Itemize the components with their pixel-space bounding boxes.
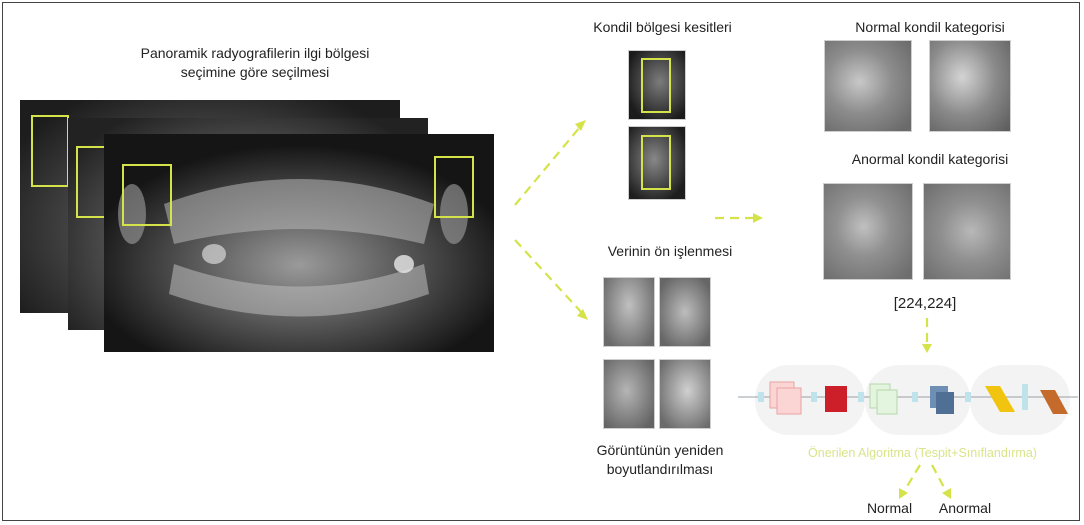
layer-small (811, 392, 817, 402)
layer-small (1022, 384, 1028, 410)
output-abnormal-label: Anormal (930, 499, 1000, 518)
layer-red (825, 386, 847, 412)
layer-pink-2 (777, 388, 801, 414)
output-normal-label: Normal (857, 499, 922, 518)
layer-small (912, 392, 918, 402)
layer-small (858, 392, 864, 402)
layer-green-2 (877, 390, 897, 414)
layer-small (965, 392, 971, 402)
layer-small (758, 392, 764, 402)
layer-blue-2 (936, 392, 954, 414)
algorithm-label: Önerilen Algoritma (Tespit+Sınıflandırma… (790, 444, 1055, 463)
